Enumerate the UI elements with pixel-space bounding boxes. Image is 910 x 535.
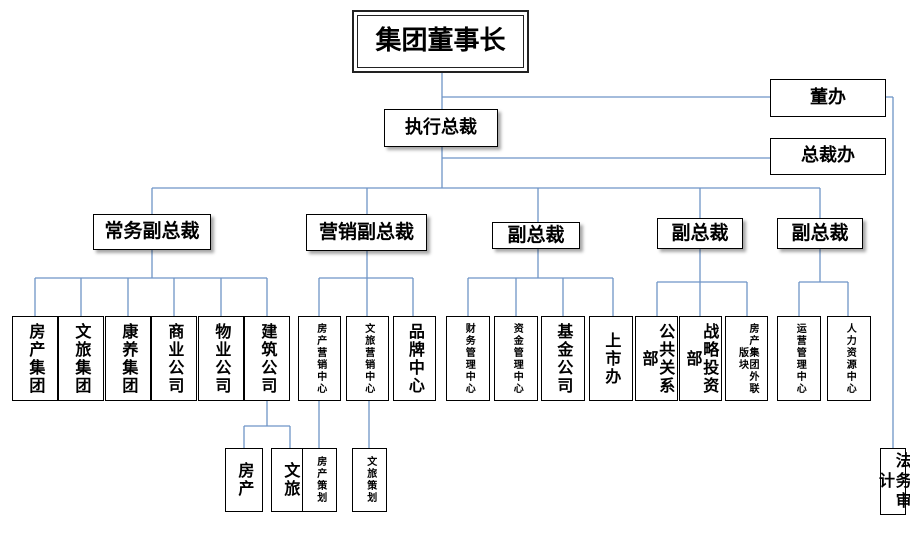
unit-culture-tourism-marketing-center: 文旅营销中心	[346, 316, 389, 401]
unit-label: 战略投资部	[683, 322, 720, 395]
unit-label: 资金管理中心	[511, 322, 523, 395]
unit-real-estate-marketing-center: 房产营销中心	[298, 316, 341, 401]
unit-label: 人力资源中心	[844, 322, 856, 395]
unit-label: 财务管理中心	[463, 322, 475, 395]
board-office-box: 董办	[770, 79, 886, 117]
unit-culture-tourism-planning: 文旅策划	[352, 448, 387, 512]
unit-label: 商业公司	[165, 322, 185, 395]
unit-label: 康养集团	[119, 322, 139, 395]
president-office-box: 总裁办	[770, 138, 886, 175]
unit-label: 文旅营销中心	[362, 322, 374, 395]
unit-label: 文旅集团	[72, 322, 92, 395]
unit-listing-office: 上市办	[589, 316, 633, 401]
chairman-label: 集团董事长	[375, 25, 506, 56]
unit-label: 上市办	[602, 331, 622, 386]
vp-operations-box: 副总裁	[777, 218, 863, 249]
ceo-box: 执行总裁	[384, 109, 498, 147]
legal-audit-box: 法务审计	[876, 448, 910, 515]
vp-operations-label: 副总裁	[791, 221, 849, 244]
unit-health-care-group: 康养集团	[105, 316, 151, 401]
unit-real-estate-external-relations: 房产集团外联版块	[725, 316, 768, 401]
unit-label: 文旅策划	[364, 456, 376, 504]
unit-label: 房产	[235, 462, 255, 498]
unit-label: 公共关系部	[639, 322, 676, 395]
unit-property-company: 物业公司	[198, 316, 244, 401]
unit-construction-company: 建筑公司	[244, 316, 290, 401]
unit-fund-management-center: 资金管理中心	[494, 316, 538, 401]
unit-label: 品牌中心	[405, 322, 425, 395]
unit-construction-real-estate: 房产	[225, 448, 263, 512]
unit-label: 房产集团	[26, 322, 46, 395]
unit-label: 房产营销中心	[314, 322, 326, 395]
unit-commercial-company: 商业公司	[151, 316, 197, 401]
unit-label: 物业公司	[212, 322, 232, 395]
unit-label: 文旅	[281, 462, 301, 498]
president-office-label: 总裁办	[801, 145, 855, 167]
marketing-vp-label: 营销副总裁	[318, 220, 414, 243]
vp-finance-box: 副总裁	[492, 222, 580, 249]
unit-label: 建筑公司	[258, 322, 278, 395]
unit-operations-management-center: 运营管理中心	[777, 316, 821, 401]
unit-culture-tourism-group: 文旅集团	[58, 316, 104, 401]
unit-finance-management-center: 财务管理中心	[446, 316, 490, 401]
unit-public-relations-dept: 公共关系部	[635, 316, 678, 401]
marketing-vp-box: 营销副总裁	[306, 214, 427, 251]
vp-finance-label: 副总裁	[507, 223, 565, 246]
vp-strategy-label: 副总裁	[671, 221, 729, 244]
ceo-label: 执行总裁	[405, 116, 477, 138]
unit-label: 运营管理中心	[794, 322, 806, 395]
legal-audit-label: 法务审计	[876, 451, 910, 512]
unit-real-estate-group: 房产集团	[12, 316, 58, 401]
executive-vp-label: 常务副总裁	[104, 220, 200, 243]
vp-strategy-box: 副总裁	[657, 218, 743, 249]
unit-label: 房产集团外联版块	[736, 322, 759, 395]
board-office-label: 董办	[810, 86, 846, 108]
unit-human-resources-center: 人力资源中心	[827, 316, 871, 401]
executive-vp-box: 常务副总裁	[93, 214, 211, 250]
chairman-box: 集团董事长	[352, 10, 529, 73]
unit-fund-company: 基金公司	[541, 316, 585, 401]
unit-strategic-investment-dept: 战略投资部	[679, 316, 722, 401]
unit-brand-center: 品牌中心	[393, 316, 436, 401]
unit-label: 房产策划	[314, 456, 326, 504]
unit-real-estate-planning: 房产策划	[302, 448, 337, 512]
unit-label: 基金公司	[554, 322, 574, 395]
